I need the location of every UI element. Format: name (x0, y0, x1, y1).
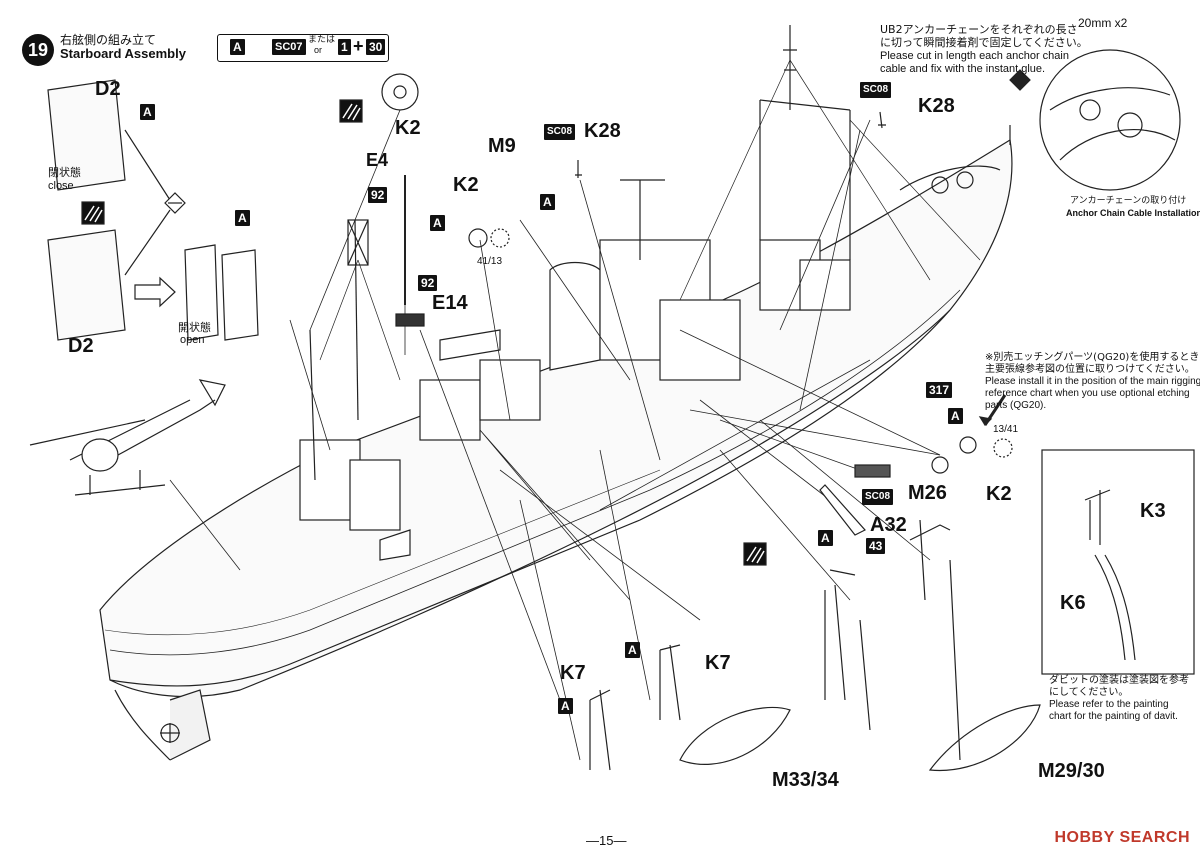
davit-note-en-2: chart for the painting of davit. (1049, 711, 1178, 722)
anchor-size: 20mm x2 (1078, 16, 1128, 30)
anchor-note-jp-2: に切って瞬間接着剤で固定してください。 (880, 36, 1088, 49)
part-k2-mid: K2 (453, 174, 479, 196)
anchor-caption-en: Anchor Chain Cable Installation (1066, 208, 1200, 218)
legend-code-30: 30 (366, 39, 386, 55)
label-close-jp: 閉状態 (48, 166, 81, 179)
etch-note-jp-2: 主要張線参考図の位置に取りつけてください。 (985, 364, 1195, 375)
code-a-k2: A (430, 215, 445, 231)
code-43: 43 (866, 538, 886, 554)
code-317: 317 (926, 382, 953, 398)
part-d2-bottom: D2 (68, 335, 94, 357)
legend-or-en: or (314, 45, 323, 55)
label-open-en: open (180, 334, 205, 346)
watermark: HOBBY SEARCH (1054, 829, 1190, 846)
etch-note-jp-1: ※別売エッチングパーツ(QG20)を使用するときは、 (985, 352, 1200, 363)
davit-note-jp-1: ダビットの塗装は塗装図を参考 (1049, 675, 1189, 686)
part-d2-top: D2 (95, 78, 121, 100)
part-m33-34: M33/34 (772, 769, 839, 791)
part-k28-mid: K28 (584, 120, 621, 142)
etch-note-en-2: reference chart when you use optional et… (985, 388, 1190, 399)
code-sc08-k28r: SC08 (860, 82, 892, 98)
step-title-jp: 右舷側の組み立て (60, 33, 157, 47)
code-a-m9: A (540, 194, 555, 210)
anchor-caption-jp: アンカーチェーンの取り付け (1070, 196, 1187, 206)
code-92-top: 92 (368, 187, 388, 203)
part-m9: M9 (488, 135, 516, 157)
k28-part-right (878, 111, 886, 129)
anchor-note-en-1: Please cut in length each anchor chain (880, 50, 1069, 62)
code-a-k2r: A (948, 408, 963, 424)
etching-icons (81, 99, 767, 566)
part-k2-right: K2 (986, 483, 1012, 505)
step-title-en: Starboard Assembly (60, 46, 186, 61)
legend-plus: + (353, 36, 364, 56)
part-k7-right: K7 (705, 652, 731, 674)
legend-code-a: A (230, 39, 245, 55)
material-legend (217, 34, 389, 62)
part-e14: E14 (432, 292, 468, 314)
davits (589, 519, 961, 771)
code-a-k7l: A (558, 698, 573, 714)
davit-inset-box (1041, 449, 1195, 675)
code-a-d2b: A (235, 210, 250, 226)
part-e4: E4 (366, 150, 389, 170)
part-a32: A32 (870, 514, 907, 536)
anchor-detail (1009, 49, 1181, 191)
davit-note-jp-2: にしてください。 (1049, 687, 1129, 698)
code-a-k7r: A (625, 642, 640, 658)
masts (309, 25, 1011, 481)
page-number: —15— (586, 833, 627, 848)
code-a-d2: A (140, 104, 155, 120)
code-sc08-k28: SC08 (544, 124, 576, 140)
k28-part (575, 160, 582, 178)
davit-note-en-1: Please refer to the painting (1049, 699, 1169, 710)
part-k28-right: K28 (918, 95, 955, 117)
a32-part (819, 484, 866, 536)
anchor-note-en-2: cable and fix with the instant glue. (880, 63, 1046, 75)
symmetry-icon (164, 192, 186, 214)
part-m29-30: M29/30 (1038, 760, 1105, 782)
circle-parts (381, 73, 1013, 474)
code-92-e14: 92 (418, 275, 438, 291)
code-a-a32: A (818, 530, 833, 546)
part-m26: M26 (908, 482, 947, 504)
etch-note-en-3: parts (QG20). (985, 400, 1047, 411)
leader-lines (169, 109, 941, 761)
helicopter (29, 379, 226, 496)
legend-or-jp: または (308, 35, 336, 45)
label-open-jp: 開状態 (178, 321, 211, 334)
rigging-lines (319, 59, 981, 381)
part-k7-left: K7 (560, 662, 586, 684)
e14-part (395, 313, 425, 327)
part-k3: K3 (1140, 500, 1166, 522)
legend-code-1: 1 (338, 39, 351, 55)
anchor-note-jp-1: UB2アンカーチェーンをそれぞれの長さ (880, 23, 1078, 36)
lifeboats (679, 704, 1041, 772)
ship-hull (99, 139, 1013, 761)
etch-note-en-1: Please install it in the position of the… (985, 376, 1200, 387)
part-k2-top: K2 (395, 117, 421, 139)
ratio-left: 41/13 (477, 256, 503, 267)
legend-code-sc07: SC07 (272, 39, 306, 55)
label-close-en: close (48, 180, 74, 192)
d2-panels (47, 79, 259, 341)
code-sc08-m26: SC08 (862, 489, 894, 505)
ratio-right: 13/41 (993, 424, 1019, 435)
step-number: 19 (22, 34, 54, 66)
part-k6: K6 (1060, 592, 1086, 614)
m26-part (854, 464, 891, 478)
